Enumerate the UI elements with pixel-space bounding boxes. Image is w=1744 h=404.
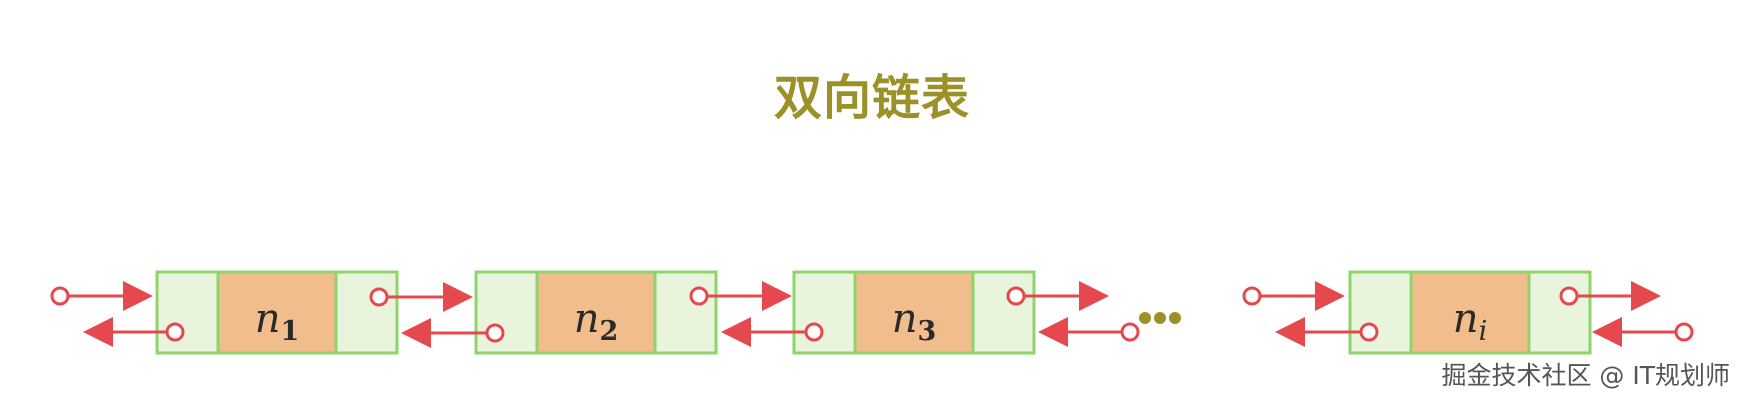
node-data-cell [216,270,338,355]
ellipsis-icon [1139,312,1181,324]
pointer-origin-dot [50,286,70,306]
node-label: n1 [255,296,300,347]
pointer-origin-dot [1006,286,1026,306]
pointer-origin-dot [485,323,505,343]
pointer-origin-dot [165,322,185,342]
next-pointer-origins [50,286,1579,307]
list-node: n2 [474,270,718,355]
node-label: n3 [892,296,937,347]
prev-pointer-origins [165,322,1694,343]
pointer-origin-dot [369,287,389,307]
diagram-title: 双向链表 [773,70,970,126]
pointer-origin-dot [689,286,709,306]
pointer-origin-dot [1559,286,1579,306]
pointer-origin-dot [1242,286,1262,306]
pointer-origin-dot [1674,322,1694,342]
next-pointers [68,281,1661,312]
list-node: n3 [792,270,1036,355]
node-label: ni [1453,296,1487,347]
node-label: n2 [574,296,619,347]
node-data-cell [1409,270,1531,355]
node-data-cell [535,270,657,355]
list-node: n1 [155,270,399,355]
list-node: ni [1348,270,1592,355]
watermark-text: 掘金技术社区 @ IT规划师 [1441,361,1730,390]
pointer-origin-dot [1120,322,1140,342]
pointer-origin-dot [804,322,824,342]
node-data-cell [853,270,975,355]
pointer-origin-dot [1359,322,1379,342]
prev-pointers [83,317,1676,348]
